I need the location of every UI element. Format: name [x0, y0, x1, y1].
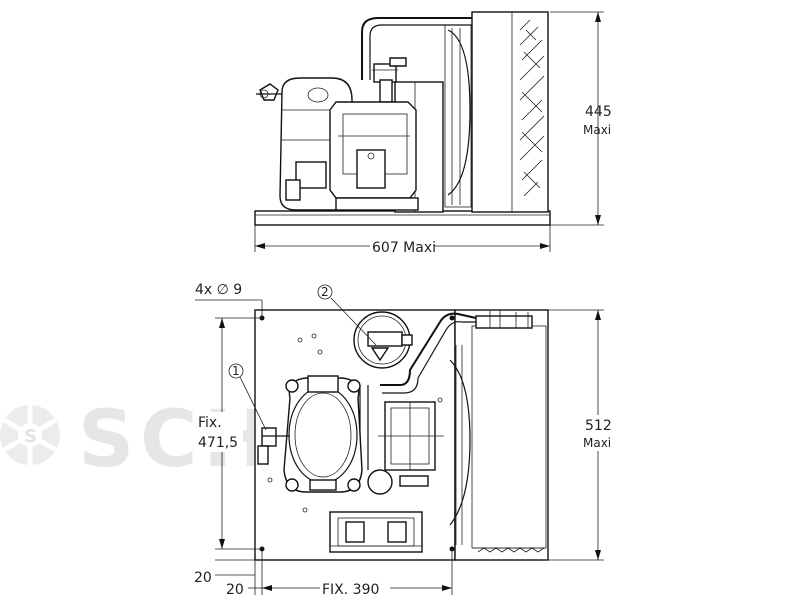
base-plate: [254, 210, 551, 226]
height-unit: Maxi: [583, 123, 611, 137]
service-valve-top: [257, 427, 290, 465]
side-view: 445 Maxi 607 Maxi: [254, 11, 612, 256]
svg-text:S: S: [24, 426, 37, 447]
width-label: 607 Maxi: [372, 240, 436, 256]
fix-bottom-label: FIX. 390: [322, 582, 379, 598]
electrical-box-top: [329, 511, 423, 553]
condenser-top: [449, 309, 549, 561]
holes-annotation: 4x ∅ 9: [195, 282, 263, 316]
snowflake-logo-icon: S: [0, 405, 60, 465]
callout-1-label: 1: [232, 364, 240, 378]
depth-dimension: 512 Maxi: [548, 309, 616, 561]
offset-left: 20: [226, 582, 244, 598]
fix-left-label: Fix.: [198, 415, 222, 431]
fix-left-dimension: Fix. 471,5: [195, 317, 262, 550]
receiver-top: [353, 311, 413, 369]
discharge-pipe: [361, 17, 472, 80]
compressor-top: [283, 375, 363, 493]
bottom-dimensions: 20 20 FIX. 390: [194, 549, 453, 598]
electrical-box-side: [329, 101, 419, 211]
valve-side: [372, 57, 407, 103]
offset-bottom: 20: [194, 570, 212, 586]
pipe-top: [380, 312, 477, 386]
depth-unit: Maxi: [583, 436, 611, 450]
width-dimension: 607 Maxi: [254, 225, 551, 256]
callout-2-label: 2: [321, 285, 329, 299]
holes-label: 4x ∅ 9: [195, 282, 242, 298]
callout-2: 2: [317, 284, 377, 346]
fan-motor-top: [378, 401, 444, 471]
fix-left-value: 471,5: [198, 435, 238, 451]
top-view: 1 2 4x ∅ 9 Fix. 471,5: [194, 282, 616, 598]
callout-1: 1: [228, 363, 267, 431]
capacitor-top: [367, 469, 393, 495]
height-value: 445: [585, 104, 612, 120]
condenser-side: [444, 11, 549, 213]
depth-value: 512: [585, 418, 612, 434]
height-dimension: 445 Maxi: [550, 11, 612, 226]
